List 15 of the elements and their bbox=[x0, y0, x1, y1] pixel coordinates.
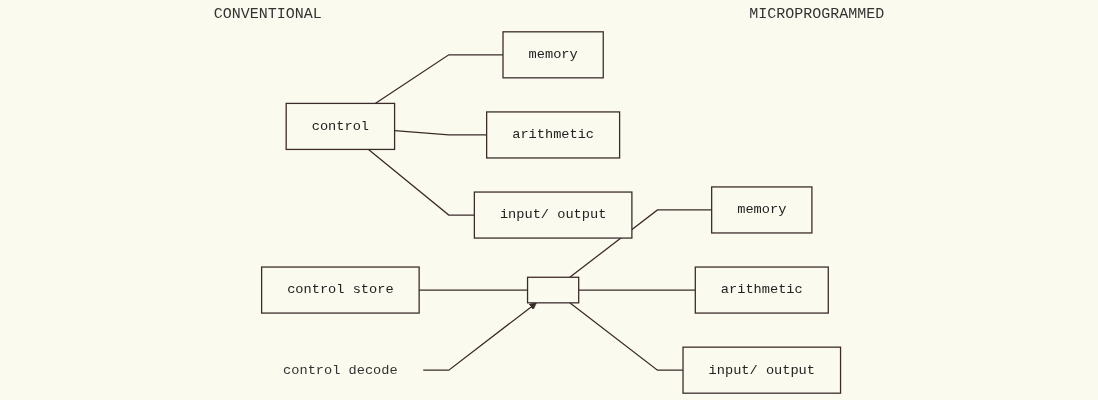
node-box: input/ output bbox=[682, 346, 842, 394]
node-text: control decode bbox=[283, 362, 398, 378]
node-box: control store bbox=[260, 266, 420, 314]
node-box: memory bbox=[502, 31, 604, 79]
node-box bbox=[526, 276, 580, 304]
node-box: arithmetic bbox=[694, 266, 829, 314]
arrow bbox=[422, 302, 537, 371]
section-heading: MICROPROGRAMMED bbox=[749, 6, 885, 23]
connector bbox=[578, 289, 696, 291]
connector bbox=[367, 148, 475, 216]
node-box: input/ output bbox=[473, 191, 633, 239]
node-box: memory bbox=[711, 186, 813, 234]
section-heading: CONVENTIONAL bbox=[213, 6, 322, 23]
node-box: arithmetic bbox=[485, 111, 621, 159]
node-box: control bbox=[285, 102, 396, 151]
